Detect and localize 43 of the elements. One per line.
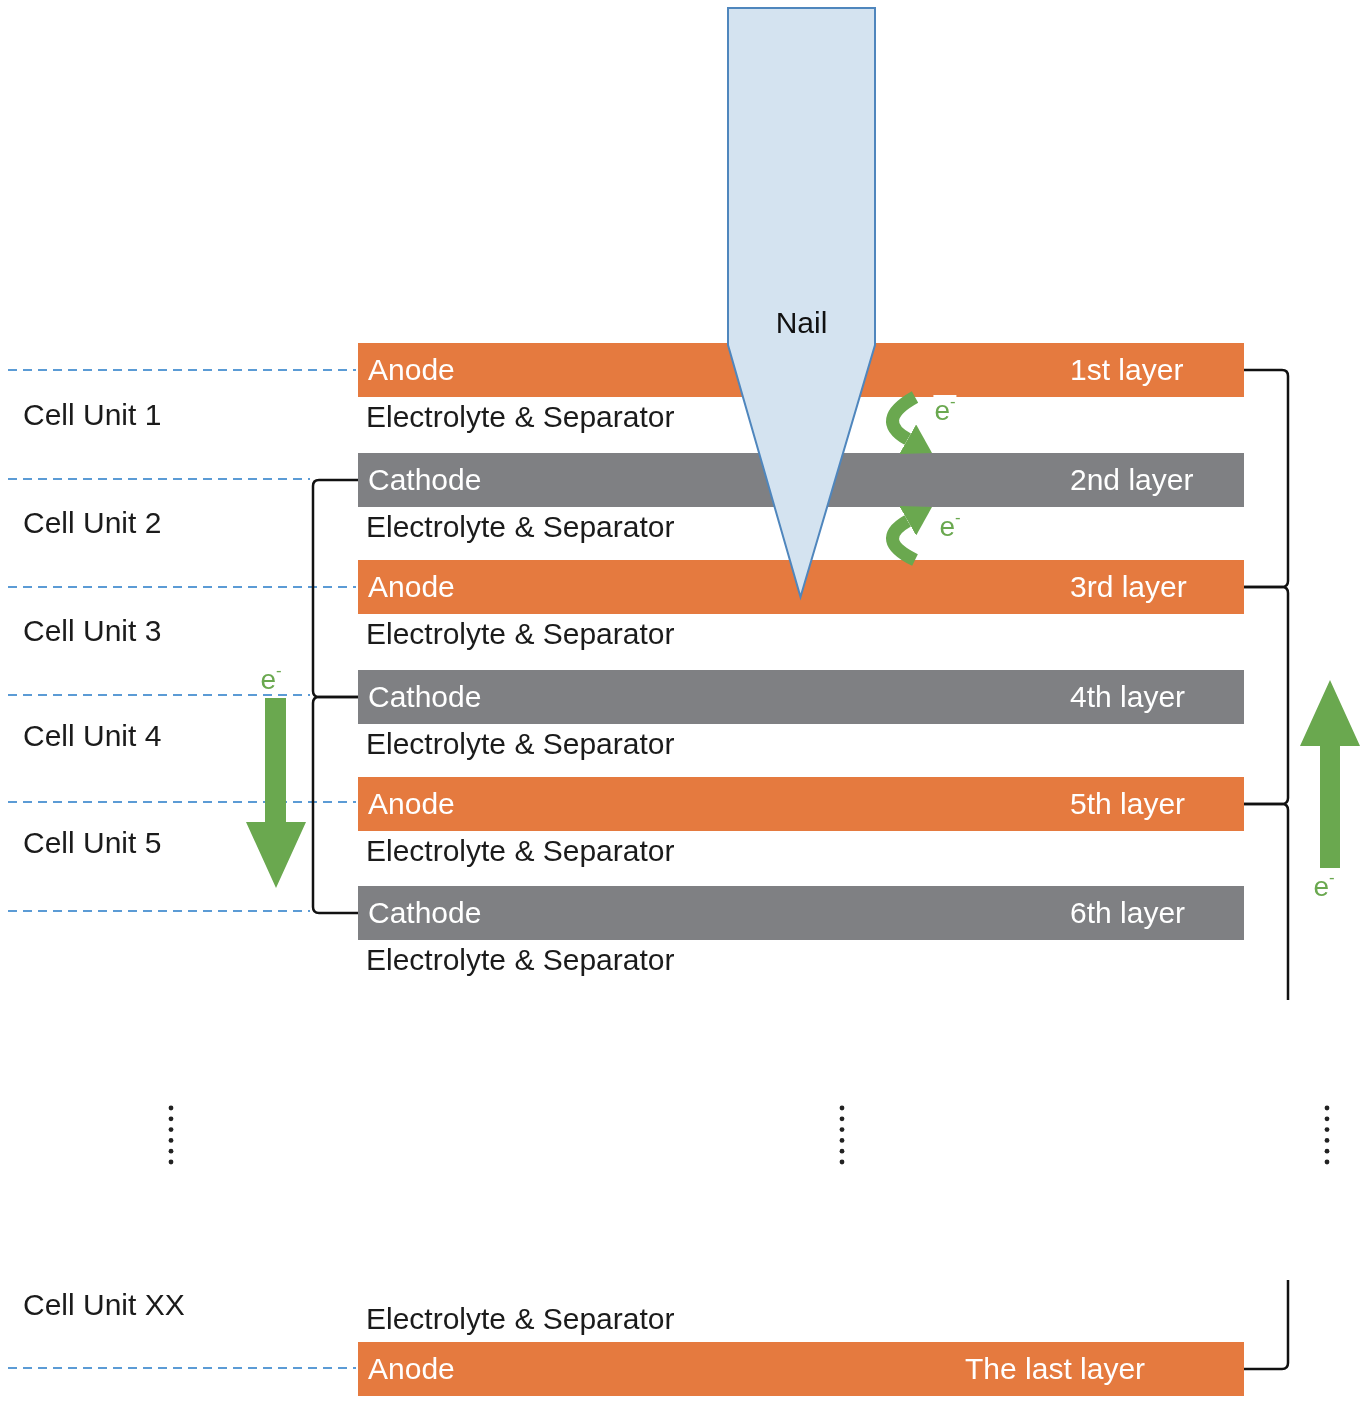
electrode-label: Cathode: [368, 463, 482, 497]
cell-unit-label: Cell Unit 5: [23, 826, 162, 860]
electrolyte-separator-label: Electrolyte & Separator: [366, 834, 675, 868]
bracket-connector-line: [311, 478, 358, 699]
electrode-label: Cathode: [368, 680, 482, 714]
electrode-label: Cathode: [368, 896, 482, 930]
nail-shape: [727, 8, 876, 598]
layer-label: 5th layer: [1070, 787, 1186, 821]
cell-unit-label: Cell Unit 4: [23, 719, 162, 753]
electrolyte-separator-label: Electrolyte & Separator: [366, 943, 675, 977]
nail-label: Nail: [775, 306, 828, 340]
cathode-layer-bar: [358, 670, 1244, 724]
cell-unit-label: Cell Unit 3: [23, 614, 162, 648]
cell-unit-label: Cell Unit 1: [23, 398, 162, 432]
electrolyte-separator-label: Electrolyte & Separator: [366, 510, 675, 544]
electrolyte-separator-label: Electrolyte & Separator: [366, 1302, 675, 1336]
electron-label: e$^{-}$: [260, 663, 282, 697]
electrode-label: Anode: [368, 570, 455, 604]
layer-label: 4th layer: [1070, 680, 1186, 714]
electrode-label: Anode: [368, 787, 455, 821]
layer-label: The last layer: [965, 1352, 1146, 1386]
bracket-connector-line: [311, 695, 358, 915]
electrolyte-separator-label: Electrolyte & Separator: [366, 617, 675, 651]
electrode-label: Anode: [368, 1352, 455, 1386]
bracket-connector-line: [1244, 1280, 1290, 1371]
cathode-layer-bar: [358, 453, 1244, 507]
cell-unit-label: Cell Unit 2: [23, 506, 162, 540]
electron-label: e$^{-}$: [1313, 870, 1335, 904]
cell-unit-label: Cell Unit XX: [23, 1288, 185, 1322]
cathode-layer-bar: [358, 886, 1244, 940]
electrolyte-separator-label: Electrolyte & Separator: [366, 400, 675, 434]
anode-layer-bar: [358, 1342, 1244, 1396]
layer-label: 6th layer: [1070, 896, 1186, 930]
electrolyte-separator-label: Electrolyte & Separator: [366, 727, 675, 761]
anode-layer-bar: [358, 777, 1244, 831]
bracket-connector-line: [1244, 802, 1290, 1000]
electrode-label: Anode: [368, 353, 455, 387]
anode-layer-bar: [358, 560, 1244, 614]
bracket-connector-line: [1244, 368, 1290, 589]
layer-label: 2nd layer: [1070, 463, 1194, 497]
layer-label: 1st layer: [1070, 353, 1184, 387]
bracket-connector-line: [1244, 585, 1290, 806]
layer-label: 3rd layer: [1070, 570, 1187, 604]
